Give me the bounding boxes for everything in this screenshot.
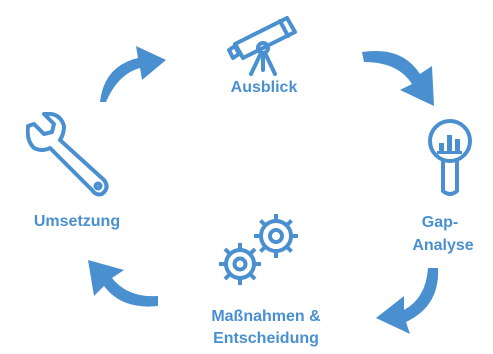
step-label-gap-line2: Analyse bbox=[412, 237, 474, 254]
arrow-ausblick-to-gap bbox=[362, 50, 434, 106]
step-label-gap-line1: Gap- bbox=[421, 214, 459, 231]
arrow-umsetzung-to-ausblick bbox=[100, 46, 166, 102]
step-label-umsetzung: Umsetzung bbox=[33, 213, 121, 230]
step-label-massnahmen-line1: Maßnahmen & bbox=[211, 308, 321, 325]
arrow-massnahmen-to-umsetzung bbox=[88, 260, 158, 307]
gears-icon bbox=[219, 214, 298, 285]
magnifier-chart-icon bbox=[428, 119, 472, 196]
step-label-massnahmen-line2: Entscheidung bbox=[213, 330, 319, 347]
telescope-icon bbox=[227, 16, 297, 76]
wrench-icon bbox=[26, 112, 109, 197]
step-label-ausblick: Ausblick bbox=[230, 79, 298, 96]
arrow-gap-to-massnahmen bbox=[376, 268, 439, 334]
